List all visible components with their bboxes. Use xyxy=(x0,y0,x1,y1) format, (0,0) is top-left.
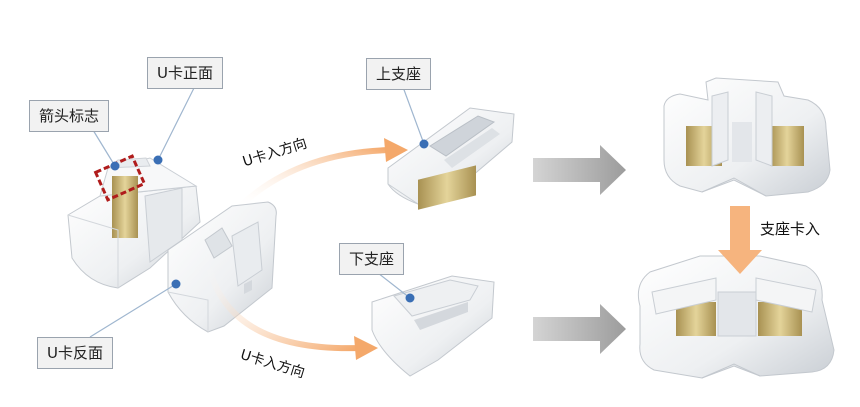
lower-insert-arrowhead xyxy=(354,336,378,360)
assembled-final-part xyxy=(637,255,835,379)
marker-dots xyxy=(110,139,429,303)
seat-insert-arrow xyxy=(718,206,762,274)
lower-insert-arrow xyxy=(205,261,361,352)
assembled-upper-part xyxy=(663,77,831,197)
u-clip-back-part xyxy=(167,201,277,333)
gray-arrow-top xyxy=(533,145,626,195)
label-u-clip-back: U卡反面 xyxy=(37,337,113,369)
upper-insert-arrowhead xyxy=(384,138,408,162)
label-u-clip-front: U卡正面 xyxy=(147,57,223,89)
leader-lines xyxy=(89,83,425,338)
seat-insert-text: 支座卡入 xyxy=(760,220,821,238)
label-arrow-mark: 箭头标志 xyxy=(29,100,110,132)
label-upper-seat: 上支座 xyxy=(366,58,432,90)
lower-seat-part xyxy=(371,165,495,377)
upper-insert-arrow xyxy=(235,147,393,211)
gray-arrow-bottom xyxy=(533,304,626,354)
label-lower-seat: 下支座 xyxy=(339,243,405,275)
